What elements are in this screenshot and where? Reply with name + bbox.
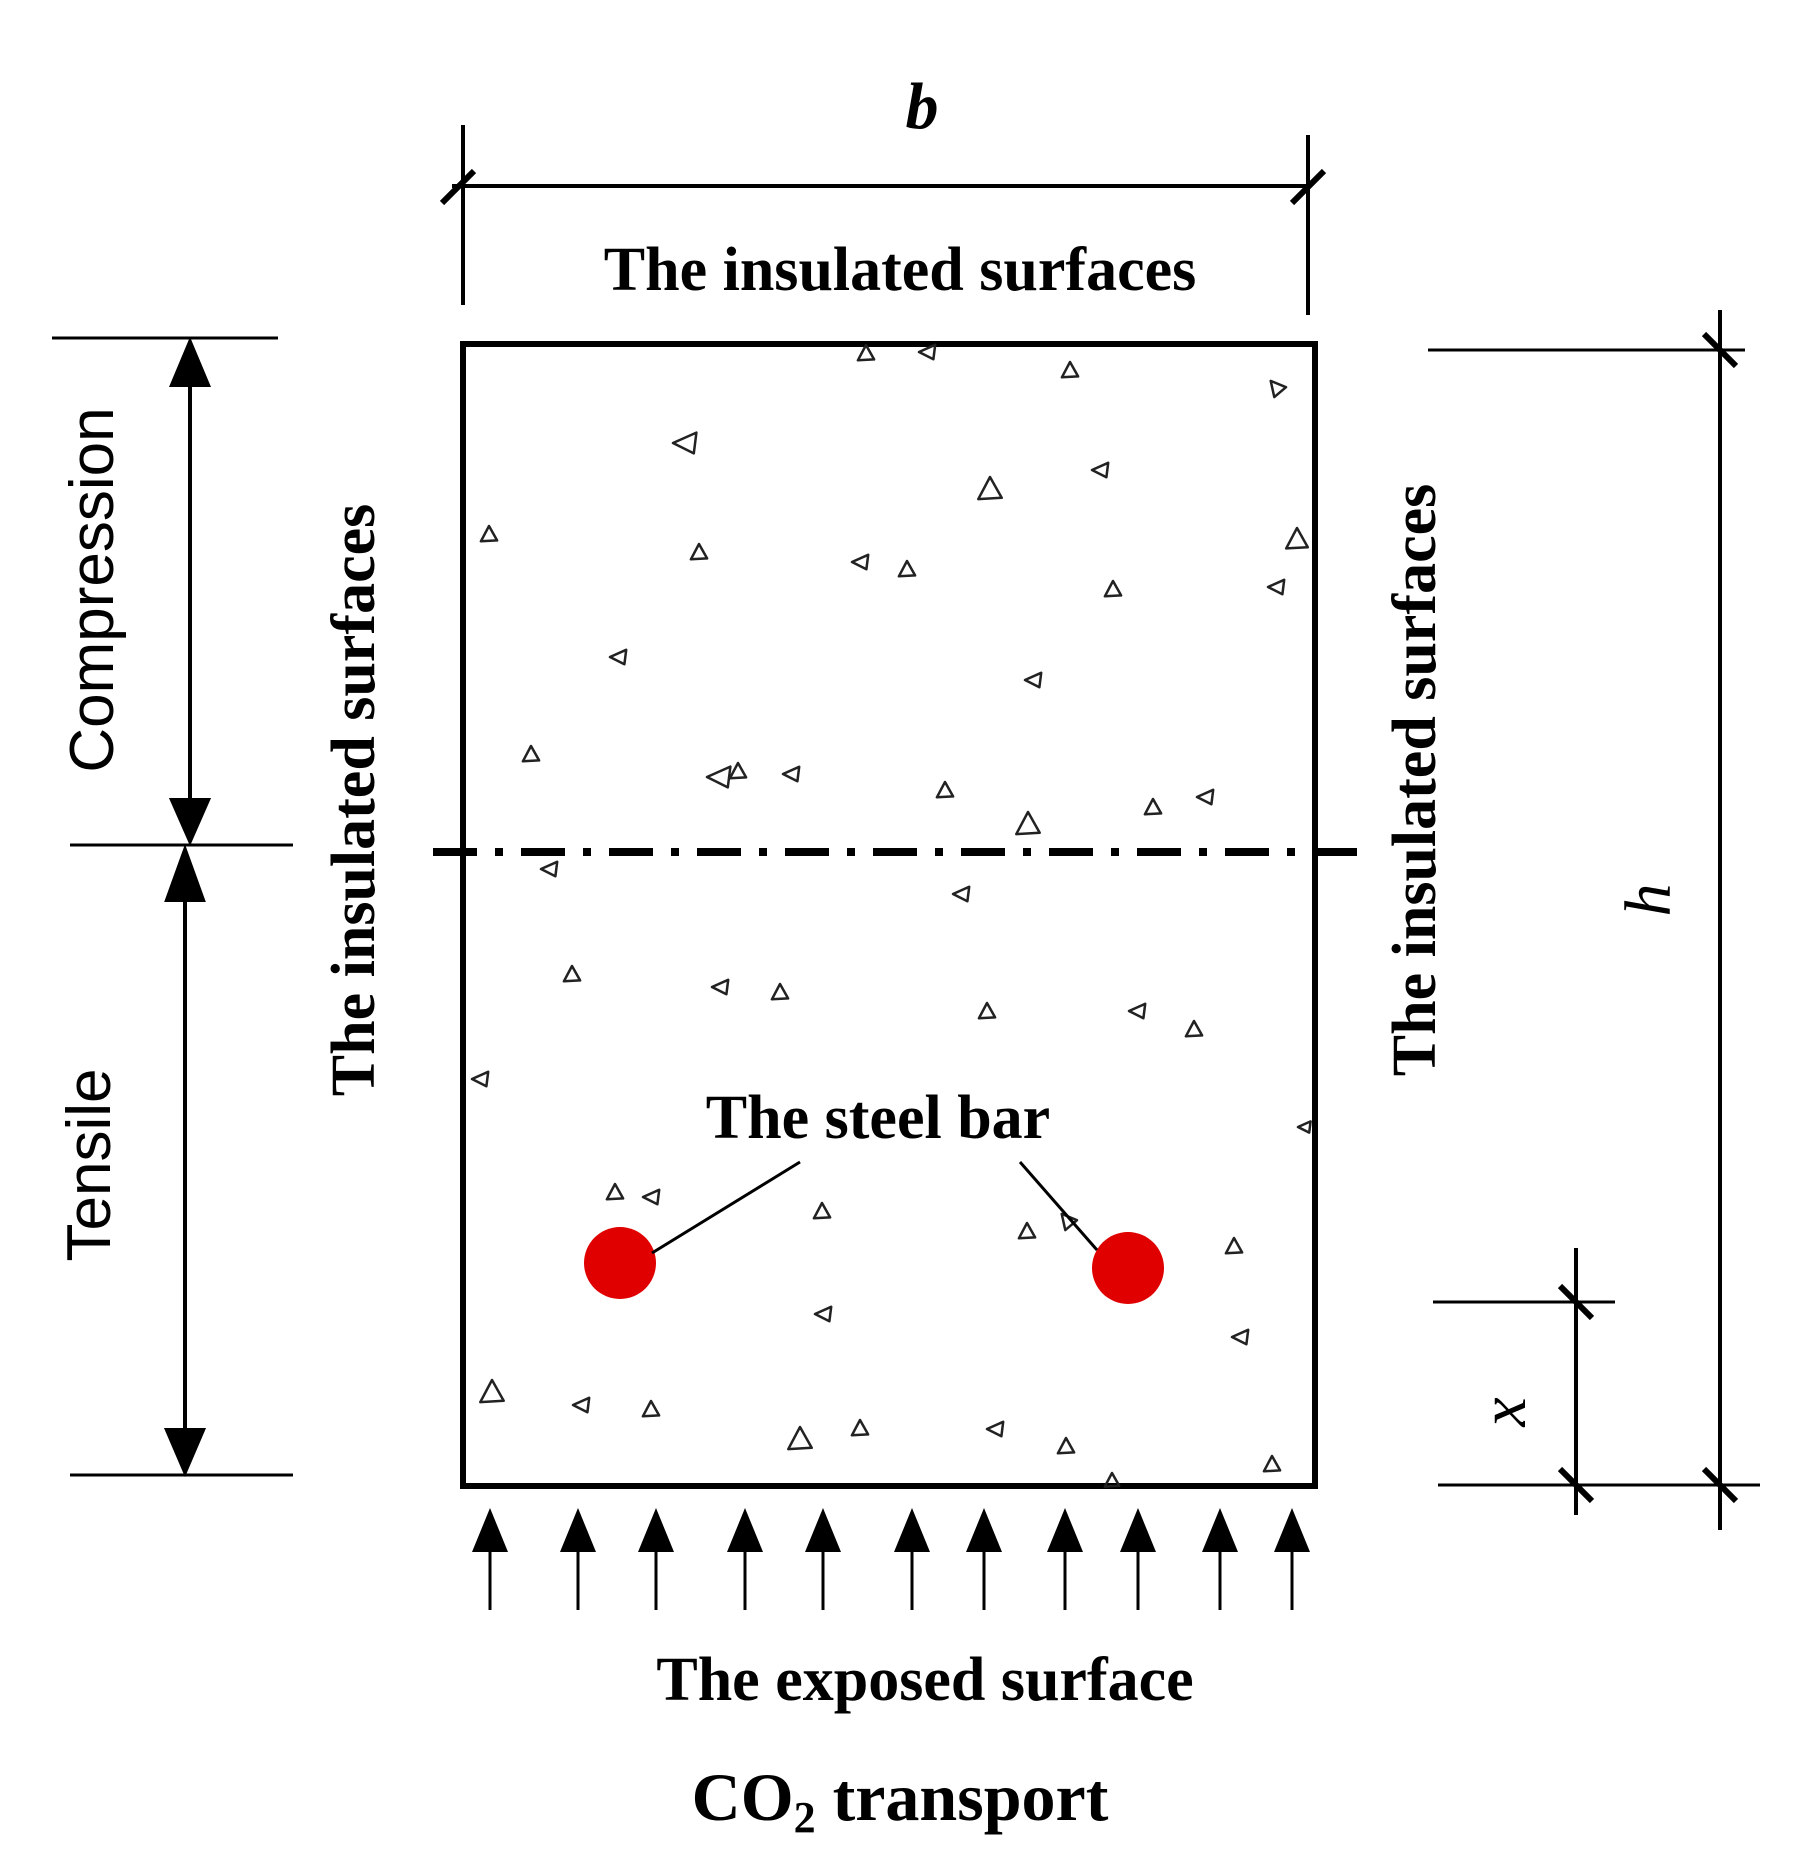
steel-bar-left	[584, 1227, 656, 1299]
aggregate-particle	[951, 885, 971, 903]
aggregate-particle	[1262, 1454, 1282, 1473]
aggregate-particle	[641, 1188, 661, 1206]
tensile-label: Tensile	[55, 1069, 124, 1262]
aggregate-particle	[812, 1201, 832, 1220]
aggregate-particle	[608, 648, 628, 666]
co2-flux-arrow	[1274, 1508, 1310, 1610]
aggregate-particle	[1023, 671, 1043, 689]
aggregate-particle	[521, 744, 541, 763]
co2-flux-arrow	[727, 1508, 763, 1610]
concrete-section	[460, 341, 1318, 1489]
aggregate-particle	[1184, 1019, 1204, 1038]
stress-zone-lines	[52, 336, 293, 1477]
aggregate-particle	[813, 1305, 833, 1323]
aggregate-particle	[705, 765, 732, 789]
co2-transport-label: CO2 transport	[692, 1759, 1109, 1842]
aggregate-particle	[1195, 788, 1215, 806]
right-surface-label: The insulated surfaces	[1381, 484, 1449, 1076]
aggregate-particle	[479, 524, 499, 543]
aggregate-particle	[710, 978, 730, 996]
steel-bar-leaders	[651, 1160, 1099, 1255]
aggregate-particle	[1269, 379, 1288, 399]
aggregate-particle	[1296, 1120, 1312, 1134]
aggregate-particle	[850, 1418, 870, 1437]
width-dimension	[439, 125, 1327, 315]
aggregate-particle	[1015, 810, 1041, 836]
aggregate-particle	[539, 860, 559, 878]
co2-flux-arrow	[560, 1508, 596, 1610]
aggregate-particle	[1266, 578, 1286, 596]
co2-flux-arrow	[638, 1508, 674, 1610]
co2-flux-arrows	[472, 1508, 1310, 1610]
aggregate-particle	[562, 964, 582, 983]
aggregate-particle	[1224, 1236, 1244, 1255]
aggregate-particle	[1090, 461, 1110, 479]
aggregate-particle	[571, 1396, 591, 1414]
co2-flux-arrow	[894, 1508, 930, 1610]
aggregate-particle	[1230, 1328, 1250, 1346]
depth-dimension	[1433, 1248, 1615, 1515]
aggregate-particle	[850, 553, 870, 571]
co2-flux-arrow	[805, 1508, 841, 1610]
aggregate-particle	[856, 343, 876, 362]
depth-symbol: x	[1467, 1397, 1540, 1427]
aggregate-particle	[787, 1425, 813, 1451]
aggregate-particle	[977, 475, 1003, 501]
aggregate-particle	[1060, 360, 1080, 379]
aggregate-particle	[1103, 579, 1123, 598]
aggregate-particle	[671, 431, 698, 455]
co2-flux-arrow	[1120, 1508, 1156, 1610]
aggregate-particle	[977, 1001, 997, 1020]
aggregate-particle	[985, 1420, 1005, 1438]
aggregate-particle	[1017, 1221, 1037, 1240]
aggregate-particle	[1127, 1002, 1147, 1020]
compression-arrow	[168, 336, 212, 846]
aggregate-particle	[770, 982, 790, 1001]
co2-flux-arrow	[1047, 1508, 1083, 1610]
tensile-arrow	[163, 844, 207, 1478]
aggregate-particle	[1143, 797, 1163, 816]
aggregate-particle	[728, 761, 748, 780]
aggregate-particle	[479, 1378, 505, 1404]
aggregate-particle	[605, 1182, 625, 1201]
top-surface-label: The insulated surfaces	[604, 236, 1196, 304]
aggregate-particle	[470, 1070, 490, 1088]
aggregate-particle	[1056, 1436, 1076, 1455]
co2-flux-arrow	[1202, 1508, 1238, 1610]
aggregate-particle	[689, 542, 709, 561]
aggregate-particle	[897, 559, 917, 578]
aggregate-particle	[1103, 1471, 1121, 1488]
height-dimension	[1428, 310, 1760, 1530]
aggregate-particle	[641, 1399, 661, 1418]
height-symbol: h	[1612, 884, 1685, 917]
aggregate-particle	[917, 343, 937, 361]
exposed-surface-label: The exposed surface	[656, 1646, 1193, 1714]
steel-bar-label: The steel bar	[706, 1084, 1050, 1152]
co2-flux-arrow	[472, 1508, 508, 1610]
aggregate-particle	[781, 765, 801, 783]
left-surface-label: The insulated surfaces	[320, 504, 388, 1096]
co2-flux-arrow	[966, 1508, 1002, 1610]
compression-label: Compression	[58, 407, 127, 772]
aggregate-particle	[1284, 526, 1310, 550]
aggregate-particle	[935, 780, 955, 799]
steel-bar-right	[1092, 1232, 1164, 1304]
width-symbol: b	[906, 70, 939, 143]
aggregate-particles	[470, 343, 1312, 1488]
